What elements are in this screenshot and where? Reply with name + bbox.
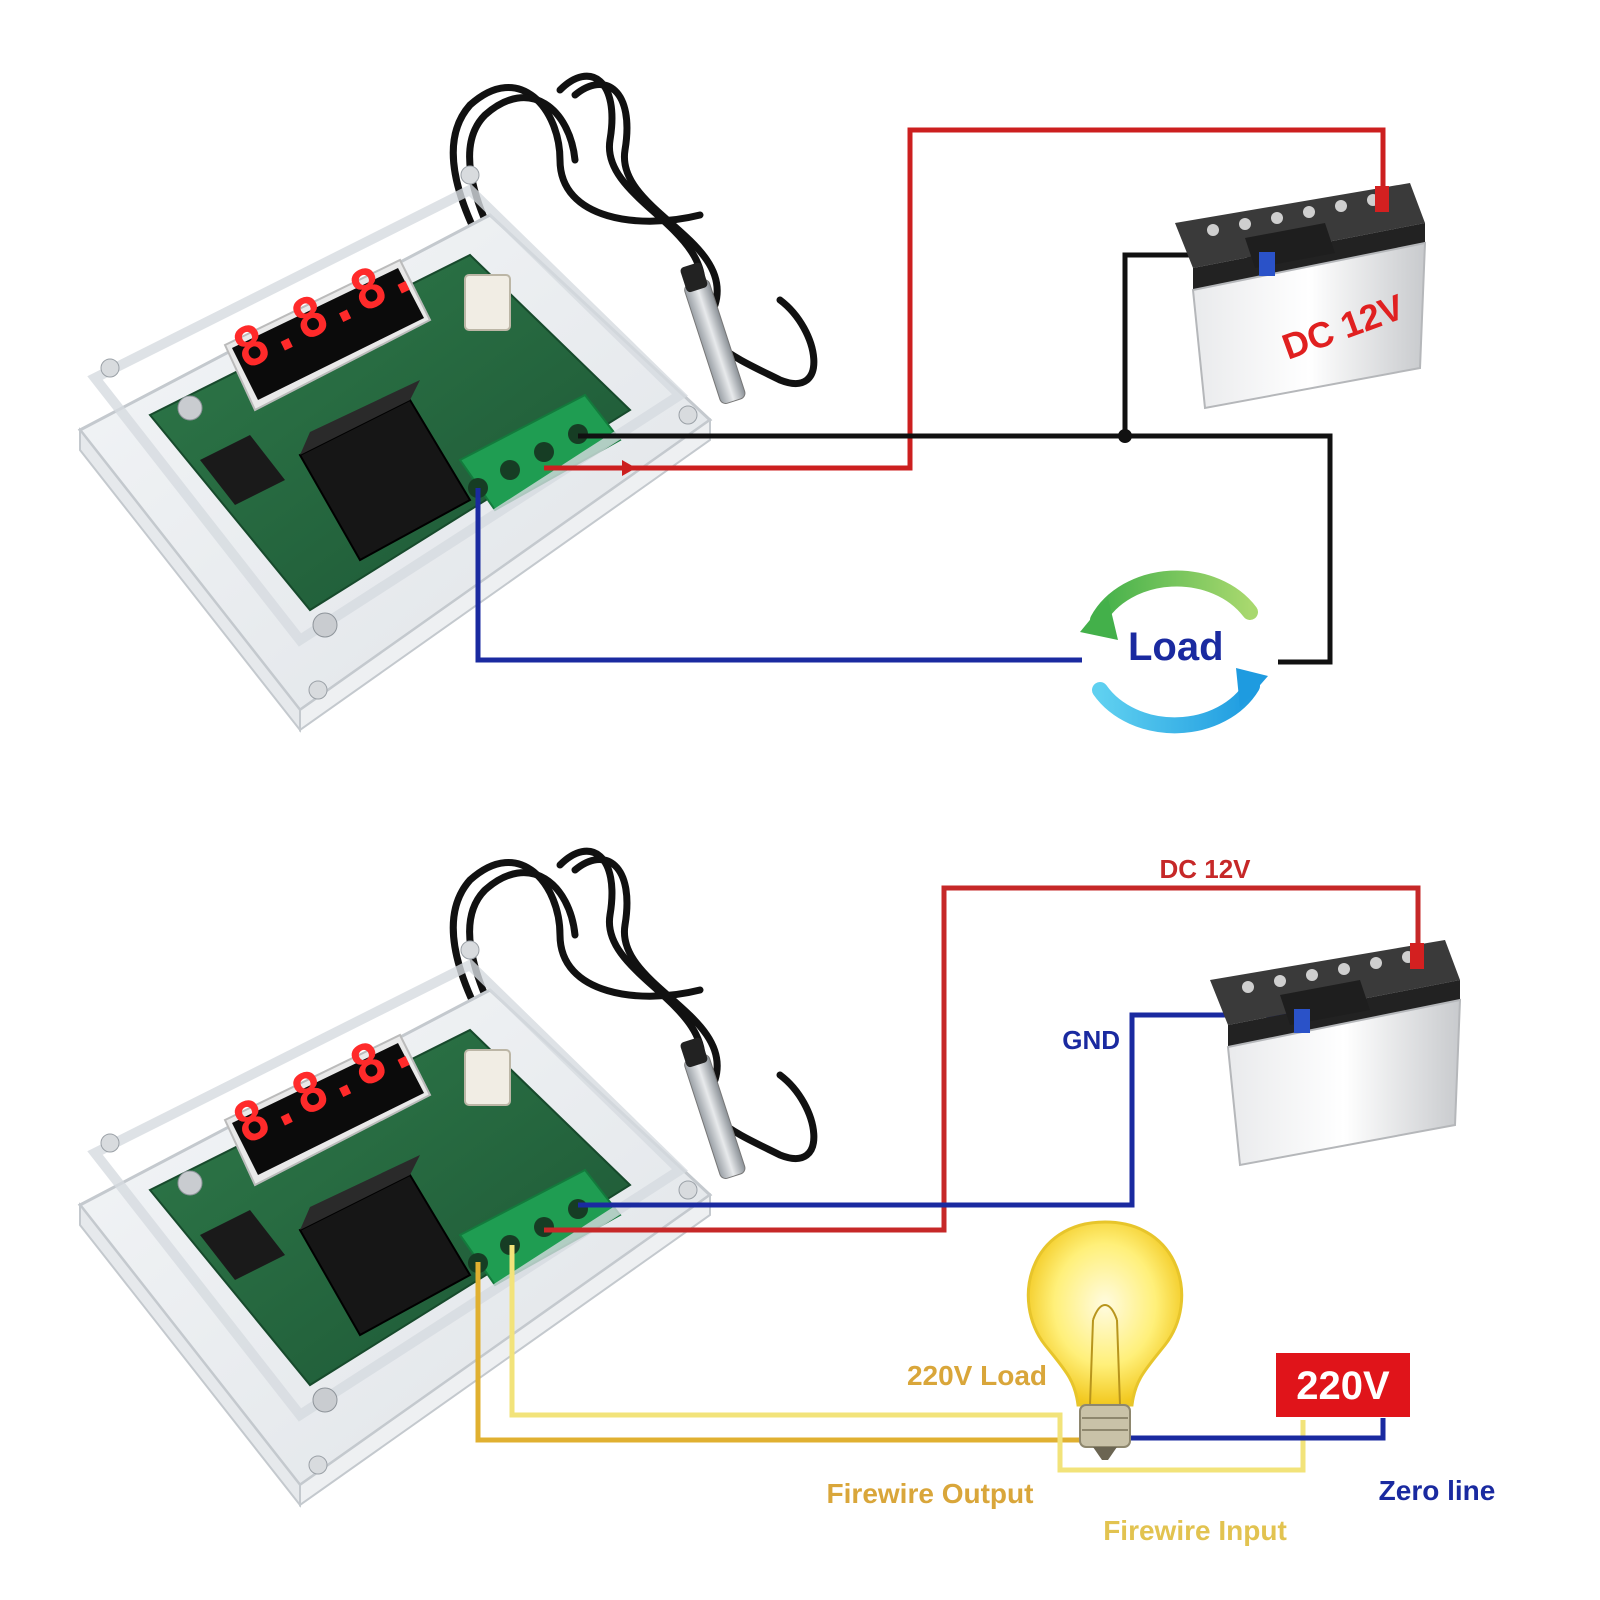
wire-gnd-bottom: [578, 1012, 1305, 1208]
load-220v-label: 220V Load: [907, 1360, 1047, 1391]
load-label-top: Load: [1128, 625, 1224, 669]
wire-firewire-input: [509, 1245, 1306, 1473]
firewire-input-label: Firewire Input: [1103, 1515, 1287, 1546]
source-220v-label: 220V: [1296, 1364, 1390, 1408]
wire-zero-line: [1125, 1418, 1386, 1441]
bottom-diagram: 8.8.8. 220V DC 12V GND: [80, 851, 1495, 1546]
gnd-label: GND: [1062, 1025, 1120, 1055]
thermostat-module-top: [80, 76, 814, 730]
battery-bottom: [1209, 939, 1461, 1166]
source-220v-box: [1276, 1353, 1410, 1417]
load-cycle-icon: [1080, 570, 1268, 734]
dc-label-bottom: DC 12V: [1159, 854, 1251, 884]
junction-dot: [1118, 429, 1132, 443]
thermostat-module-bottom: [80, 851, 814, 1505]
firewire-output-label: Firewire Output: [827, 1478, 1034, 1509]
light-bulb-icon: [1026, 1220, 1184, 1460]
wire-dc-bottom: [544, 885, 1421, 1233]
zero-line-label: Zero line: [1379, 1475, 1496, 1506]
wire-firewire-output: [475, 1262, 1090, 1443]
wire-negative-top: [578, 433, 1333, 665]
top-diagram: 8.8.8. DC 12V Load: [80, 76, 1426, 734]
red-arrow-head-top: [622, 460, 636, 476]
wire-positive-top: [544, 127, 1386, 471]
wire-output-top: [475, 488, 1082, 663]
battery-top: [1174, 182, 1426, 409]
